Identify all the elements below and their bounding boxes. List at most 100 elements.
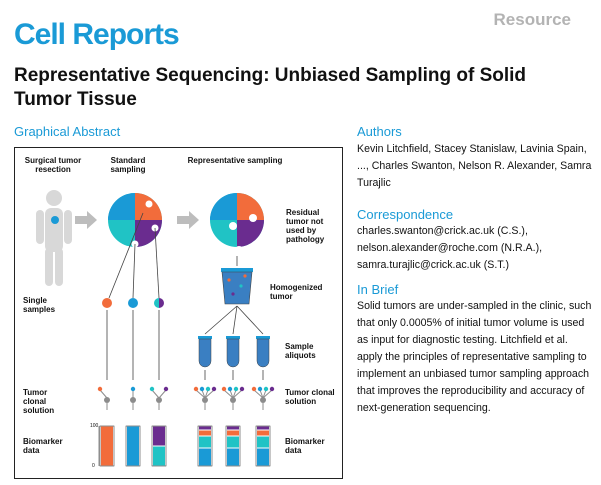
- label-biomarker-right: Biomarker data: [285, 437, 325, 455]
- authors-list: Kevin Litchfield, Stacey Stanislaw, Lavi…: [357, 143, 592, 189]
- biomarker-bar-frame: [151, 425, 167, 467]
- correspondence-email[interactable]: nelson.alexander@roche.com (N.R.A.),: [357, 242, 543, 254]
- clone-root: [156, 397, 162, 403]
- clone-leaf: [205, 386, 211, 392]
- journal-logo: Cell Reports: [14, 18, 180, 51]
- axis-min-label: 0: [92, 463, 95, 469]
- biomarker-bar-segment: [257, 426, 269, 430]
- biomarker-bar-segment: [227, 436, 239, 448]
- clone-leaf: [257, 386, 263, 392]
- axis-max-label: 100: [90, 423, 99, 429]
- tumor-location-icon: [51, 216, 59, 224]
- clone-leaf: [97, 386, 103, 392]
- aliquot-tube-icon: [198, 336, 212, 368]
- clone-branch: [201, 389, 206, 399]
- clone-root: [130, 397, 136, 403]
- clone-branch: [262, 389, 267, 399]
- label-tumor-clonal-right: Tumor clonal solution: [285, 388, 335, 406]
- biomarker-bar-segment: [257, 448, 269, 466]
- clonal-trees: [97, 386, 275, 410]
- biomarker-bar-segment: [199, 448, 211, 466]
- clone-leaf: [163, 386, 169, 392]
- clone-branch: [223, 389, 234, 399]
- tumor-representative: [210, 193, 264, 254]
- label-biomarker-left: Biomarker data: [23, 437, 63, 455]
- clone-root: [104, 397, 110, 403]
- correspondence-email[interactable]: charles.swanton@crick.ac.uk (C.S.),: [357, 225, 528, 237]
- label-homogenized: Homogenized tumor: [270, 283, 323, 301]
- article-title: Representative Sequencing: Unbiased Samp…: [14, 65, 527, 110]
- clone-branch: [232, 389, 237, 399]
- clone-leaf: [233, 386, 239, 392]
- biomarker-bar-segment: [127, 426, 139, 466]
- graphical-abstract-heading: Graphical Abstract: [14, 124, 121, 139]
- clone-branch: [195, 389, 206, 399]
- in-brief-heading: In Brief: [357, 282, 399, 297]
- label-residual: Residual tumor not used by pathology: [286, 208, 325, 244]
- clone-leaf: [263, 386, 269, 392]
- sample-orange: [102, 298, 112, 308]
- biomarker-bar-segment: [257, 430, 269, 436]
- label-standard: Standard sampling: [110, 156, 146, 174]
- clone-branch: [262, 389, 273, 399]
- graphical-abstract: Surgical tumor resection Standard sampli…: [14, 147, 343, 479]
- clone-root: [260, 397, 266, 403]
- biomarker-bar-segment: [199, 430, 211, 436]
- arrow-right-icon: [177, 211, 199, 229]
- in-brief-text: Solid tumors are under-sampled in the cl…: [357, 300, 592, 414]
- clone-branch: [204, 389, 215, 399]
- graphical-abstract-figure: [36, 190, 275, 467]
- clone-leaf: [193, 386, 199, 392]
- biomarker-bar-segment: [227, 430, 239, 436]
- biomarker-bar-frame: [125, 425, 141, 467]
- clone-leaf: [149, 386, 155, 392]
- aliquot-tube-icon: [226, 336, 240, 368]
- label-tumor-clonal-left: Tumor clonal solution: [23, 388, 55, 415]
- arrow-right-icon: [75, 211, 97, 229]
- clone-leaf: [239, 386, 245, 392]
- biomarker-bar-segment: [227, 426, 239, 430]
- clone-branch: [151, 389, 160, 399]
- biomarker-bar-segment: [199, 426, 211, 430]
- clone-leaf: [221, 386, 227, 392]
- clone-root: [230, 397, 236, 403]
- clone-leaf: [251, 386, 257, 392]
- sample-mixed: [154, 298, 164, 308]
- correspondence-heading: Correspondence: [357, 207, 454, 222]
- article-type: Resource: [493, 10, 571, 29]
- label-sample-aliquots: Sample aliquots: [285, 342, 316, 360]
- clone-leaf: [227, 386, 233, 392]
- correspondence-list: charles.swanton@crick.ac.uk (C.S.), nels…: [357, 223, 592, 274]
- biomarker-bar-frame: [197, 425, 213, 467]
- label-single-samples: Single samples: [23, 296, 56, 314]
- biomarker-bar-frame: [225, 425, 241, 467]
- biomarker-bars: [99, 425, 271, 467]
- biomarker-bar-frame: [99, 425, 115, 467]
- biomarker-bar-segment: [153, 446, 165, 466]
- clone-branch: [99, 389, 108, 399]
- correspondence-email[interactable]: samra.turajlic@crick.ac.uk (S.T.): [357, 259, 510, 271]
- biomarker-bar-segment: [101, 426, 113, 466]
- biomarker-bar-segment: [257, 436, 269, 448]
- tumor-standard: [108, 193, 162, 248]
- authors-heading: Authors: [357, 124, 402, 139]
- clone-branch: [158, 389, 167, 399]
- biomarker-bar-frame: [255, 425, 271, 467]
- label-representative: Representative sampling: [187, 156, 283, 165]
- clone-branch: [204, 389, 209, 399]
- homogenized-jar-icon: [221, 268, 253, 305]
- clone-branch: [259, 389, 264, 399]
- biomarker-bar-segment: [199, 436, 211, 448]
- clone-leaf: [269, 386, 275, 392]
- aliquot-tube-icon: [256, 336, 270, 368]
- label-surgical: Surgical tumor resection: [24, 156, 82, 174]
- clone-root: [202, 397, 208, 403]
- clone-branch: [232, 389, 243, 399]
- clone-leaf: [211, 386, 217, 392]
- biomarker-bar-segment: [227, 448, 239, 466]
- clone-branch: [253, 389, 264, 399]
- clone-leaf: [199, 386, 205, 392]
- sample-blue: [128, 298, 138, 308]
- clone-leaf: [130, 386, 136, 392]
- clone-branch: [229, 389, 234, 399]
